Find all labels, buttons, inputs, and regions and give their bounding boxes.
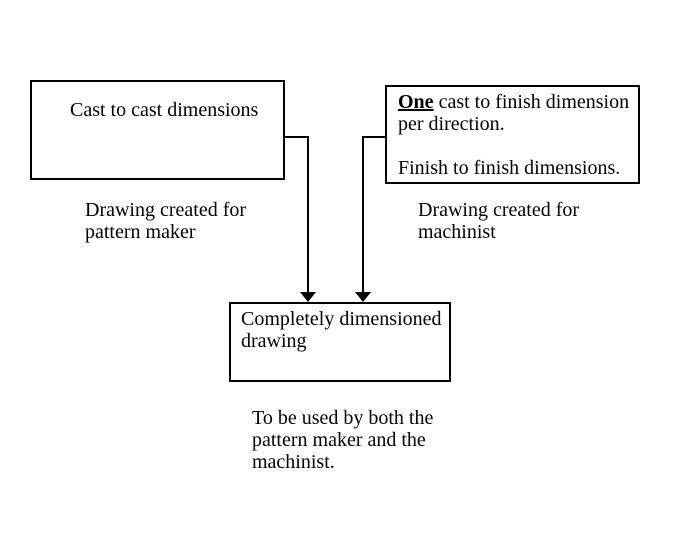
caption-shared-use: To be used by both the pattern maker and…	[252, 407, 433, 473]
caption-machinist-line1: Drawing created for	[418, 199, 580, 221]
cast-to-finish-line1: One cast to finish dimension	[398, 91, 638, 113]
right-arrowhead-down-icon	[355, 292, 371, 302]
caption-pattern-maker-line2: pattern maker	[85, 221, 196, 243]
completely-dimensioned-box: Completely dimensioned drawing	[229, 302, 451, 382]
right-connector-horizontal	[362, 136, 385, 138]
cast-to-cast-box: Cast to cast dimensions	[30, 80, 285, 180]
caption-machinist: Drawing created for machinist	[418, 199, 579, 243]
left-connector-vertical	[307, 136, 309, 293]
caption-machinist-line2: machinist	[418, 221, 496, 243]
caption-shared-use-line2: pattern maker and the	[252, 429, 426, 451]
completely-dimensioned-line1: Completely dimensioned	[241, 308, 442, 330]
cast-to-finish-line2: per direction.	[398, 113, 505, 135]
cast-to-cast-label: Cast to cast dimensions	[70, 99, 259, 121]
cast-to-finish-box: One cast to finish dimension per directi…	[385, 85, 640, 184]
left-arrowhead-down-icon	[300, 292, 316, 302]
completely-dimensioned-line2: drawing	[241, 330, 307, 352]
caption-pattern-maker-line1: Drawing created for	[85, 199, 247, 221]
blank-line	[398, 135, 638, 157]
caption-pattern-maker: Drawing created for pattern maker	[85, 199, 246, 243]
right-connector-vertical	[362, 136, 364, 293]
caption-shared-use-line1: To be used by both the	[252, 407, 434, 429]
cast-to-finish-line1-rest: cast to finish dimension	[433, 91, 630, 113]
one-emphasis: One	[398, 91, 434, 113]
cast-to-finish-line3: Finish to finish dimensions.	[398, 157, 621, 179]
left-connector-horizontal	[285, 136, 309, 138]
caption-shared-use-line3: machinist.	[252, 451, 335, 473]
